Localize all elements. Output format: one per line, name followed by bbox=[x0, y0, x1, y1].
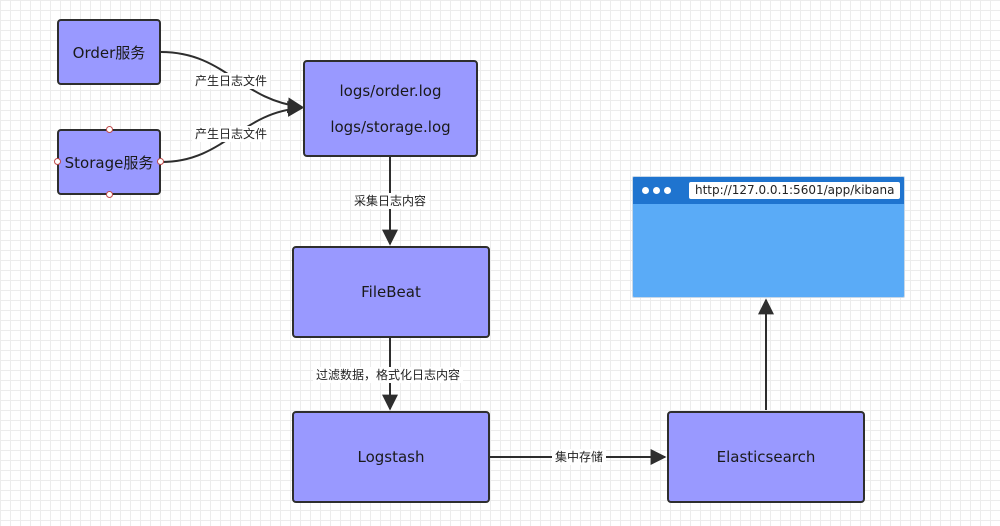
logs-node[interactable]: logs/order.log logs/storage.log bbox=[303, 60, 478, 157]
logstash-node[interactable]: Logstash bbox=[292, 411, 490, 503]
order-log-label: logs/order.log bbox=[339, 81, 442, 100]
browser-toolbar: http://127.0.0.1:5601/app/kibana bbox=[633, 177, 904, 204]
filebeat-label: FileBeat bbox=[361, 283, 421, 301]
window-dot-icon bbox=[642, 187, 649, 194]
storage-handle-bottom[interactable] bbox=[106, 191, 113, 198]
storage-handle-right[interactable] bbox=[157, 158, 164, 165]
storage-log-label: logs/storage.log bbox=[330, 117, 451, 136]
storage-service-node[interactable]: Storage服务 bbox=[57, 129, 161, 195]
edge-label-order-to-logs: 产生日志文件 bbox=[192, 73, 271, 89]
browser-url[interactable]: http://127.0.0.1:5601/app/kibana bbox=[689, 182, 901, 199]
edge-label-filebeat-to-logstash: 过滤数据，格式化日志内容 bbox=[313, 367, 464, 383]
storage-handle-top[interactable] bbox=[106, 126, 113, 133]
window-dot-icon bbox=[653, 187, 660, 194]
elasticsearch-label: Elasticsearch bbox=[716, 448, 816, 466]
storage-service-label: Storage服务 bbox=[64, 153, 154, 172]
order-service-node[interactable]: Order服务 bbox=[57, 19, 161, 85]
edge-label-logs-to-filebeat: 采集日志内容 bbox=[351, 193, 430, 209]
order-service-label: Order服务 bbox=[72, 43, 146, 62]
edge-label-storage-to-logs: 产生日志文件 bbox=[192, 126, 271, 142]
filebeat-node[interactable]: FileBeat bbox=[292, 246, 490, 338]
elasticsearch-node[interactable]: Elasticsearch bbox=[667, 411, 865, 503]
edge-label-logstash-to-elasticsearch: 集中存储 bbox=[552, 449, 607, 465]
kibana-browser-window[interactable]: http://127.0.0.1:5601/app/kibana bbox=[632, 176, 905, 298]
storage-handle-left[interactable] bbox=[54, 158, 61, 165]
logstash-label: Logstash bbox=[357, 448, 425, 466]
window-dot-icon bbox=[664, 187, 671, 194]
